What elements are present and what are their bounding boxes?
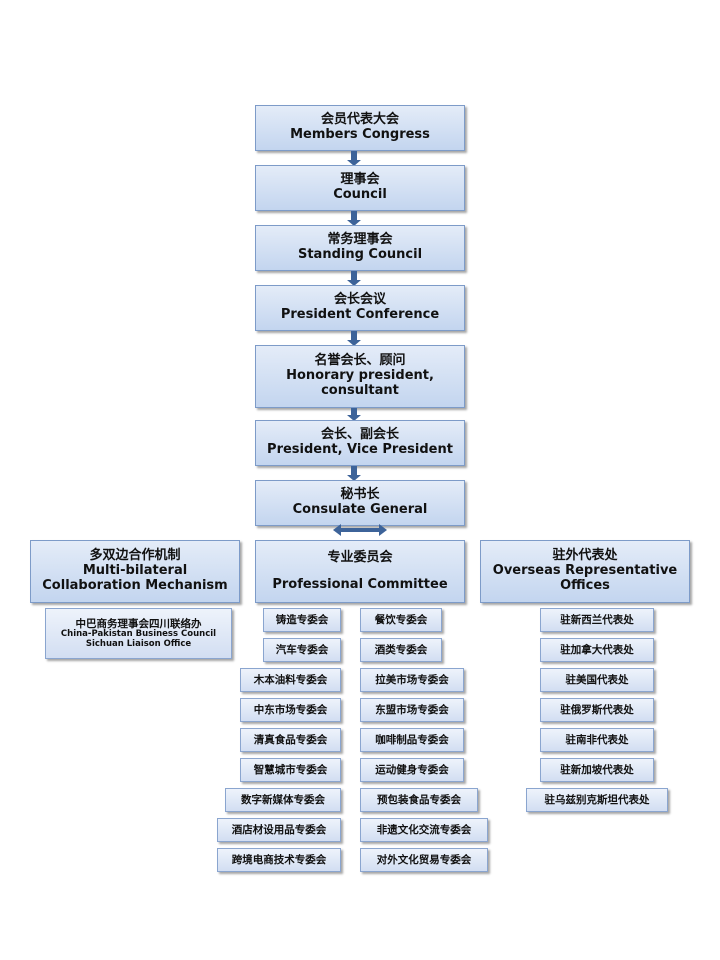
council-cn: 理事会 bbox=[340, 172, 380, 188]
honorary-president-en2: consultant bbox=[321, 382, 399, 398]
office-4: 驻南非代表处 bbox=[540, 728, 654, 752]
committee-label: 数字新媒体专委会 bbox=[241, 793, 325, 806]
office-2: 驻美国代表处 bbox=[540, 668, 654, 692]
multi-bilateral-cn: 多双边合作机制 bbox=[89, 548, 181, 564]
committee-left-4: 清真食品专委会 bbox=[240, 728, 341, 752]
professional-committee-box: 专业委员会 Professional Committee bbox=[255, 540, 465, 603]
members-congress-en: Members Congress bbox=[290, 127, 430, 142]
committee-right-6: 预包装食品专委会 bbox=[360, 788, 478, 812]
committee-label: 非遗文化交流专委会 bbox=[376, 823, 472, 836]
members-congress-cn: 会员代表大会 bbox=[320, 112, 399, 128]
honorary-president-cn: 名誉会长、顾问 bbox=[314, 353, 406, 369]
liaison-office-en2: Sichuan Liaison Office bbox=[85, 638, 192, 649]
committee-label: 预包装食品专委会 bbox=[377, 793, 461, 806]
honorary-president-box: 名誉会长、顾问 Honorary president, consultant bbox=[255, 345, 465, 408]
office-5: 驻新加坡代表处 bbox=[540, 758, 654, 782]
liaison-office-box: 中巴商务理事会四川联络办 China-Pakistan Business Cou… bbox=[45, 608, 232, 659]
office-label: 驻南非代表处 bbox=[565, 733, 629, 746]
committee-left-2: 木本油料专委会 bbox=[240, 668, 341, 692]
committee-right-2: 拉美市场专委会 bbox=[360, 668, 464, 692]
secretary-general-box: 秘书长 Consulate General bbox=[255, 480, 465, 526]
overseas-offices-cn: 驻外代表处 bbox=[552, 548, 618, 564]
committee-label: 铸造专委会 bbox=[275, 613, 329, 626]
council-box: 理事会 Council bbox=[255, 165, 465, 211]
president-box: 会长、副会长 President, Vice President bbox=[255, 420, 465, 466]
office-label: 驻加拿大代表处 bbox=[560, 643, 634, 656]
office-1: 驻加拿大代表处 bbox=[540, 638, 654, 662]
double-arrow-connector bbox=[333, 524, 387, 536]
overseas-offices-box: 驻外代表处 Overseas Representative Offices bbox=[480, 540, 690, 603]
president-cn: 会长、副会长 bbox=[320, 427, 399, 443]
committee-right-7: 非遗文化交流专委会 bbox=[360, 818, 488, 842]
office-label: 驻俄罗斯代表处 bbox=[560, 703, 634, 716]
committee-label: 跨境电商技术专委会 bbox=[231, 853, 327, 866]
committee-label: 咖啡制品专委会 bbox=[375, 733, 449, 746]
office-label: 驻新加坡代表处 bbox=[560, 763, 634, 776]
committee-label: 木本油料专委会 bbox=[253, 673, 328, 686]
committee-right-1: 酒类专委会 bbox=[360, 638, 442, 662]
arrow-down-4 bbox=[347, 331, 361, 346]
committee-right-8: 对外文化贸易专委会 bbox=[360, 848, 488, 872]
president-conference-en: President Conference bbox=[280, 307, 440, 322]
committee-label: 餐饮专委会 bbox=[374, 613, 428, 626]
arrow-down-6 bbox=[347, 466, 361, 481]
committee-label: 中东市场专委会 bbox=[253, 703, 328, 716]
arrow-down-3 bbox=[347, 271, 361, 286]
liaison-office-cn: 中巴商务理事会四川联络办 bbox=[75, 617, 202, 630]
committee-label: 酒店材设用品专委会 bbox=[231, 823, 327, 836]
committee-left-3: 中东市场专委会 bbox=[240, 698, 341, 722]
committee-right-4: 咖啡制品专委会 bbox=[360, 728, 464, 752]
office-3: 驻俄罗斯代表处 bbox=[540, 698, 654, 722]
council-en: Council bbox=[333, 187, 387, 202]
office-label: 驻新西兰代表处 bbox=[560, 613, 634, 626]
office-6: 驻乌兹别克斯坦代表处 bbox=[526, 788, 668, 812]
committee-left-5: 智慧城市专委会 bbox=[240, 758, 341, 782]
committee-label: 运动健身专委会 bbox=[375, 763, 449, 776]
committee-right-3: 东盟市场专委会 bbox=[360, 698, 464, 722]
arrow-down-5 bbox=[347, 408, 361, 421]
committee-left-7: 酒店材设用品专委会 bbox=[217, 818, 341, 842]
committee-label: 汽车专委会 bbox=[275, 643, 329, 656]
office-label: 驻美国代表处 bbox=[565, 673, 629, 686]
office-label: 驻乌兹别克斯坦代表处 bbox=[544, 793, 650, 806]
committee-label: 对外文化贸易专委会 bbox=[376, 853, 472, 866]
arrow-down-2 bbox=[347, 211, 361, 226]
committee-label: 智慧城市专委会 bbox=[253, 763, 328, 776]
secretary-general-cn: 秘书长 bbox=[340, 487, 380, 503]
secretary-general-en: Consulate General bbox=[292, 502, 428, 517]
committee-label: 东盟市场专委会 bbox=[375, 703, 449, 716]
committee-left-1: 汽车专委会 bbox=[263, 638, 341, 662]
standing-council-box: 常务理事会 Standing Council bbox=[255, 225, 465, 271]
arrow-down-1 bbox=[347, 151, 361, 166]
president-conference-box: 会长会议 President Conference bbox=[255, 285, 465, 331]
professional-committee-cn: 专业委员会 bbox=[327, 549, 393, 565]
professional-committee-en: Professional Committee bbox=[272, 576, 448, 592]
multi-bilateral-box: 多双边合作机制 Multi-bilateral Collaboration Me… bbox=[30, 540, 240, 603]
president-en: President, Vice President bbox=[267, 442, 453, 457]
committee-label: 清真食品专委会 bbox=[253, 733, 328, 746]
honorary-president-en: Honorary president, bbox=[286, 368, 434, 384]
members-congress-box: 会员代表大会 Members Congress bbox=[255, 105, 465, 151]
overseas-offices-en: Overseas Representative bbox=[492, 563, 678, 579]
multi-bilateral-en: Multi-bilateral bbox=[82, 563, 188, 579]
committee-right-5: 运动健身专委会 bbox=[360, 758, 464, 782]
standing-council-en: Standing Council bbox=[297, 247, 423, 262]
office-0: 驻新西兰代表处 bbox=[540, 608, 654, 632]
overseas-offices-en2: Offices bbox=[560, 577, 610, 593]
committee-label: 酒类专委会 bbox=[374, 643, 428, 656]
committee-left-8: 跨境电商技术专委会 bbox=[217, 848, 341, 872]
committee-right-0: 餐饮专委会 bbox=[360, 608, 442, 632]
committee-left-0: 铸造专委会 bbox=[263, 608, 341, 632]
committee-label: 拉美市场专委会 bbox=[375, 673, 449, 686]
multi-bilateral-en2: Collaboration Mechanism bbox=[42, 577, 228, 593]
standing-council-cn: 常务理事会 bbox=[327, 232, 393, 248]
committee-left-6: 数字新媒体专委会 bbox=[225, 788, 341, 812]
president-conference-cn: 会长会议 bbox=[333, 292, 386, 308]
liaison-office-en: China-Pakistan Business Council bbox=[60, 628, 217, 639]
